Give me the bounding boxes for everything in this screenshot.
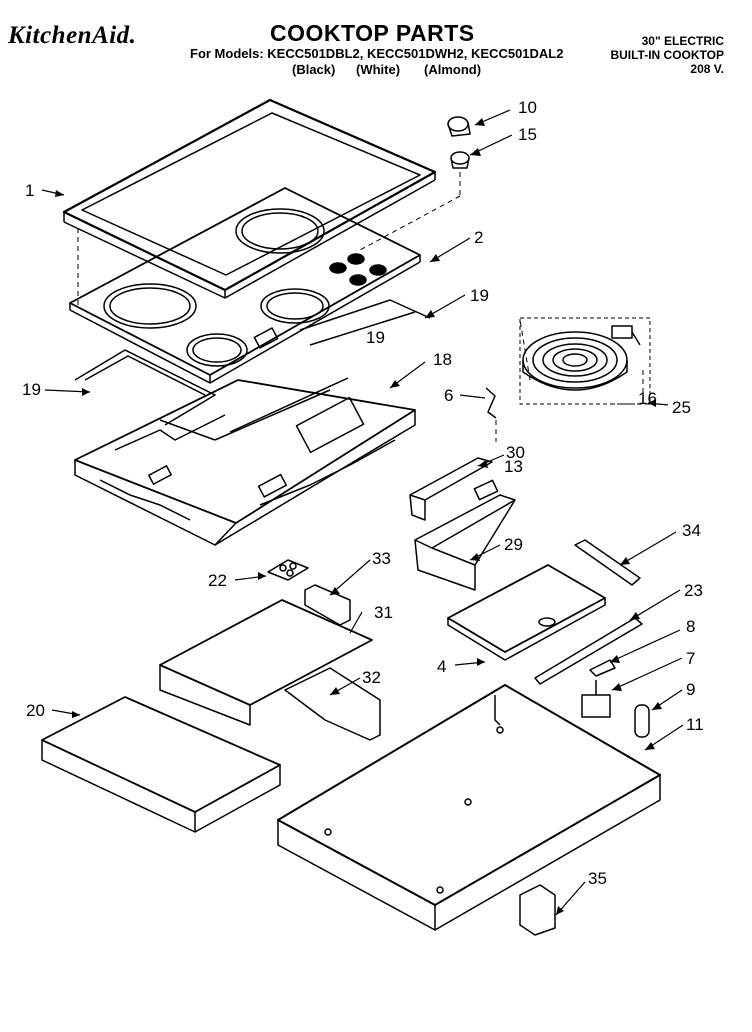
callout-18: 18: [433, 350, 452, 369]
part-19-gaskets: [74, 299, 431, 441]
part-32-bracket: [284, 667, 381, 741]
callout-2: 2: [474, 228, 483, 247]
part-25-element: [519, 317, 651, 405]
callout-29: 29: [504, 535, 523, 554]
callout-16: 16: [638, 389, 657, 408]
callout-31: 31: [374, 603, 393, 622]
callout-32: 32: [362, 668, 381, 687]
callout-33: 33: [372, 549, 391, 568]
callout-30: 30: [506, 443, 525, 462]
part-23-rail: [534, 617, 643, 685]
leader-arrowheads: [55, 118, 662, 915]
spec-line-2: BUILT-IN COOKTOP: [610, 48, 724, 62]
part-9-fuse: [634, 704, 650, 738]
part-31-panel: [159, 599, 373, 726]
callout-7: 7: [686, 649, 695, 668]
part-29-bracket: [414, 494, 516, 591]
page-title: COOKTOP PARTS: [270, 20, 475, 46]
callout-25: 25: [672, 398, 691, 417]
color-almond: (Almond): [424, 62, 482, 77]
part-34-strip: [574, 539, 641, 586]
color-black: (Black): [292, 62, 336, 77]
part-1-trim-frame: [62, 98, 437, 299]
callout-23: 23: [684, 581, 703, 600]
part-6-clip: [485, 387, 497, 419]
part-10-knob: [447, 116, 471, 169]
color-white: (White): [356, 62, 401, 77]
callout-13: 13: [504, 457, 523, 476]
callout-labels: 1 2 4 6 7 8 9 10 11 13 15 16 18 19 19 19…: [22, 98, 704, 888]
callout-20: 20: [26, 701, 45, 720]
callout-9: 9: [686, 680, 695, 699]
callout-34: 34: [682, 521, 701, 540]
leader-lines: [41, 109, 684, 916]
callout-4: 4: [437, 657, 446, 676]
part-4-panel: [447, 564, 606, 661]
spec-line-3: 208 V.: [690, 62, 724, 76]
part-33-bracket: [304, 584, 351, 626]
callout-19-a: 19: [470, 286, 489, 305]
models-line: For Models: KECC501DBL2, KECC501DWH2, KE…: [190, 46, 564, 61]
part-30-bracket: [409, 457, 499, 521]
part-2-glass-top: [69, 187, 421, 384]
part-18-frame: [74, 379, 416, 546]
callout-35: 35: [588, 869, 607, 888]
callout-22: 22: [208, 571, 227, 590]
callout-6: 6: [444, 386, 453, 405]
part-22-block: [267, 559, 309, 581]
part-8-clip: [589, 659, 616, 677]
part-35-bracket: [519, 884, 556, 936]
part-11-chassis: [277, 684, 661, 931]
spec-line-1: 30" ELECTRIC: [641, 34, 724, 48]
callout-15: 15: [518, 125, 537, 144]
callout-11: 11: [686, 715, 704, 734]
callout-8: 8: [686, 617, 695, 636]
brand-logo: KitchenAid.: [8, 22, 137, 49]
callout-19-b: 19: [366, 328, 385, 347]
callout-19-c: 19: [22, 380, 41, 399]
part-7-block: [581, 680, 611, 718]
callout-1: 1: [25, 181, 34, 200]
part-20-tray: [41, 696, 281, 833]
callout-10: 10: [518, 98, 537, 117]
